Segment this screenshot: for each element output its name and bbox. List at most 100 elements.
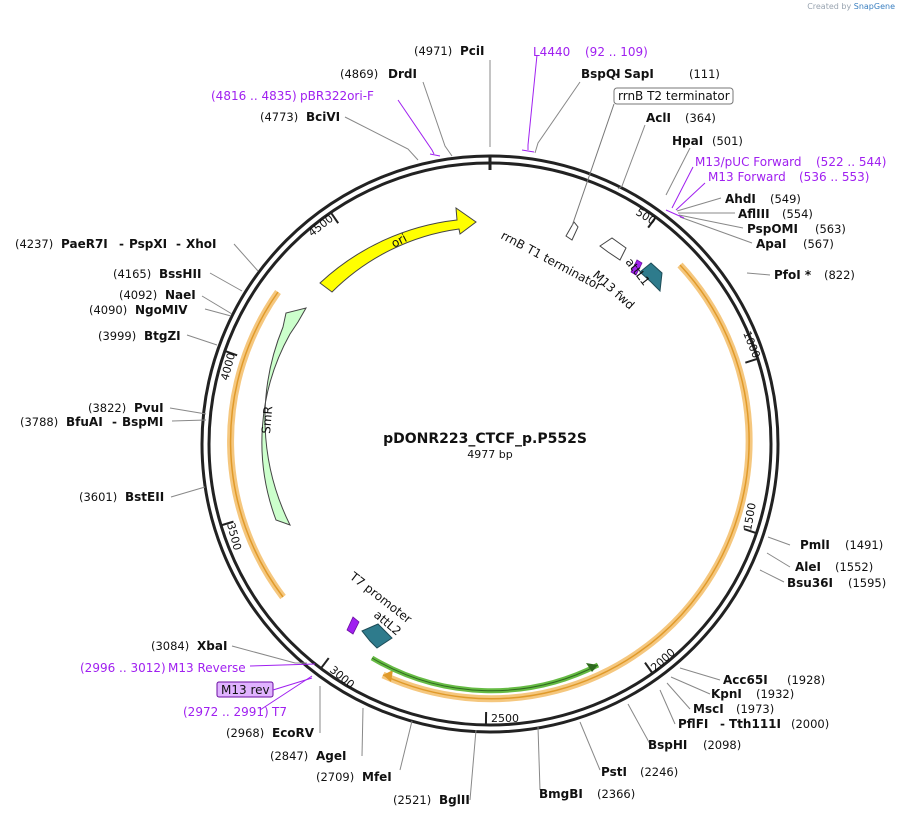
insert-arc-left	[227, 289, 286, 600]
site-name: MscI	[693, 702, 724, 716]
site-name: BspQI	[581, 67, 621, 81]
primer-name: L4440	[533, 45, 570, 59]
rrnb-t1-label: rrnB T1 terminator	[499, 228, 604, 293]
site-sep: -	[615, 67, 620, 81]
site-name: Bsu36I	[787, 576, 833, 590]
site-pos: (4090)	[89, 303, 127, 317]
site-pos: (4971)	[414, 44, 452, 58]
site-pos: (549)	[770, 192, 801, 206]
site-name: AleI	[795, 560, 821, 574]
primer-range: (536 .. 553)	[799, 170, 869, 184]
site-pos: (2366)	[597, 787, 635, 801]
rrnb-t2-leader	[571, 103, 615, 227]
site-name: PfoI *	[774, 268, 812, 282]
primer-labels: L4440 (92 .. 109) (4816 .. 4835) pBR322o…	[80, 45, 886, 719]
site-name: BstEII	[125, 490, 164, 504]
credit: Created by SnapGene	[807, 2, 895, 11]
site-name: XhoI	[186, 237, 217, 251]
primer-range: (4816 .. 4835)	[211, 89, 297, 103]
site-name: Tth111I	[729, 717, 781, 731]
plasmid-name: pDONR223_CTCF_p.P552S	[383, 431, 587, 447]
tick-4500: 4500	[306, 212, 336, 239]
orf-arc-core	[371, 657, 599, 692]
site-pos: (3822)	[88, 401, 126, 415]
plasmid-length: 4977 bp	[467, 448, 512, 461]
site-name: BglII	[439, 793, 470, 807]
smr-feature	[261, 307, 308, 526]
site-pos: (3084)	[151, 639, 189, 653]
rrnb-t2-arrow	[565, 221, 579, 241]
tick-group	[220, 211, 759, 725]
rrnb-t2-box	[613, 87, 734, 105]
site-name: PspOMI	[747, 222, 798, 236]
snapgene-logo: SnapGene	[853, 2, 895, 11]
site-pos: (1595)	[848, 576, 886, 590]
site-pos: (3999)	[98, 329, 136, 343]
site-pos: (2709)	[316, 770, 354, 784]
site-pos: (2521)	[393, 793, 431, 807]
site-name: BspHI	[648, 738, 687, 752]
credit-prefix: Created by	[807, 2, 852, 11]
site-pos: (4869)	[340, 67, 378, 81]
tick-1500: 1500	[741, 502, 759, 532]
site-name: PaeR7I	[61, 237, 108, 251]
site-name: PstI	[601, 765, 627, 779]
smr-label: SmR	[259, 405, 275, 434]
site-name: BfuAI	[66, 415, 103, 429]
primer-leaders	[249, 54, 706, 711]
site-name: NgoMIV	[135, 303, 188, 317]
site-pos: (2000)	[791, 717, 829, 731]
site-name: KpnI	[711, 687, 742, 701]
ori-feature	[319, 206, 477, 293]
site-name: ApaI	[756, 237, 786, 251]
insert-arrow-head	[383, 670, 393, 682]
site-pos: (1491)	[845, 538, 883, 552]
primer-name: M13/pUC Forward	[695, 155, 802, 169]
site-name: PmlI	[800, 538, 830, 552]
site-pos: (822)	[824, 268, 855, 282]
site-name: PspXI	[129, 237, 167, 251]
site-pos: (2098)	[703, 738, 741, 752]
site-pos: (2968)	[226, 726, 264, 740]
site-pos: (1552)	[835, 560, 873, 574]
site-pos: (554)	[782, 207, 813, 221]
tick-mark-1500	[743, 528, 757, 535]
site-name: BspMI	[122, 415, 163, 429]
site-name: HpaI	[672, 134, 703, 148]
site-pos: (4237)	[15, 237, 53, 251]
site-pos: (2246)	[640, 765, 678, 779]
site-name: BssHII	[159, 267, 201, 281]
site-name: XbaI	[197, 639, 227, 653]
site-name: PvuI	[134, 401, 164, 415]
ori-label: ori	[389, 231, 409, 251]
site-labels: (4971) PciI (4869) DrdI (4773) BciVI Bsp…	[15, 44, 886, 807]
site-pos: (1973)	[736, 702, 774, 716]
site-name: NaeI	[165, 288, 196, 302]
tick-mark-4000	[224, 350, 238, 357]
site-pos: (111)	[689, 67, 720, 81]
insert-arc-left-core	[229, 291, 284, 598]
site-pos: (4165)	[113, 267, 151, 281]
site-name: DrdI	[388, 67, 417, 81]
site-name: SapI	[624, 67, 654, 81]
site-name: AhdI	[725, 192, 756, 206]
site-name: PciI	[460, 44, 485, 58]
attL2-arrow	[361, 623, 393, 649]
site-name: BciVI	[306, 110, 340, 124]
primer-range: (522 .. 544)	[816, 155, 886, 169]
site-name: BmgBI	[539, 787, 583, 801]
attL1-arrow	[639, 262, 663, 293]
tick-mark-3000	[320, 657, 330, 670]
site-name: MfeI	[362, 770, 392, 784]
t7-promoter-marker	[346, 616, 360, 635]
leader-lines	[169, 60, 791, 801]
primer-range: (92 .. 109)	[585, 45, 648, 59]
tick-1000: 1000	[740, 329, 763, 360]
site-name: AclI	[646, 111, 671, 125]
tick-mark-500	[647, 216, 657, 229]
primer-name: M13 Forward	[708, 170, 786, 184]
site-pos: (563)	[815, 222, 846, 236]
site-name: AgeI	[316, 749, 346, 763]
m13-rev-label: M13 rev	[221, 683, 270, 697]
site-pos: (3788)	[20, 415, 58, 429]
